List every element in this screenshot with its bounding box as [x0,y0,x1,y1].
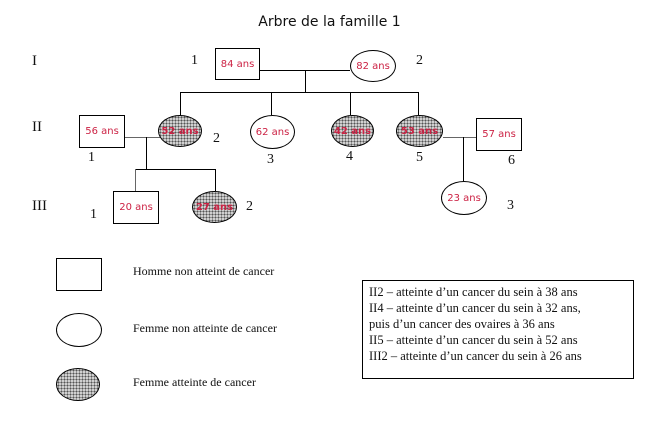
individual-III2: 27 ans [192,191,237,223]
drop-II2 [180,92,181,115]
age-label: 57 ans [482,129,516,140]
marriage-line-I [259,70,350,71]
individual-number-III3: 3 [507,198,514,213]
legend-female-unaffected-symbol [56,313,102,347]
drop-II4 [350,92,351,115]
age-label: 27 ans [195,201,234,213]
individual-II2: 52 ans [158,115,202,147]
marriage-line-II5-II6 [443,137,476,138]
individual-number-I2: 2 [416,53,423,68]
individual-III3: 23 ans [441,181,487,215]
drop-III2 [215,169,216,191]
age-label: 84 ans [220,58,255,70]
diagram-title: Arbre de la famille 1 [258,14,401,30]
age-label: 20 ans [119,202,153,213]
descent-line-II1-II2 [146,137,147,169]
individual-number-II6: 6 [508,153,515,168]
note-line: II2 – atteinte d’un cancer du sein à 38 … [369,285,578,299]
sibship-line-III-a [135,169,215,170]
individual-number-II4: 4 [346,149,353,164]
individual-III1: 20 ans [113,191,159,224]
legend-female-affected-symbol [56,368,100,401]
generation-label-I: I [32,53,37,69]
note-line: puis d’un cancer des ovaires à 36 ans [369,317,555,331]
individual-number-I1: 1 [191,53,198,68]
legend-female-affected-label: Femme atteinte de cancer [133,375,256,389]
individual-II4: 42 ans [331,115,374,147]
individual-number-III1: 1 [90,207,97,222]
legend-male-unaffected-symbol [56,258,102,291]
descent-line-II5-II6 [463,137,464,181]
drop-II3 [271,92,272,115]
individual-II5: 53 ans [396,115,443,147]
clinical-notes-box: II2 – atteinte d’un cancer du sein à 38 … [362,280,634,379]
individual-number-II1: 1 [88,150,95,165]
generation-label-III: III [32,198,47,214]
legend-female-unaffected-label: Femme non atteinte de cancer [133,321,277,335]
note-line: II4 – atteinte d’un cancer du sein à 32 … [369,301,581,315]
age-label: 62 ans [255,126,290,138]
note-line: III2 – atteinte d’un cancer du sein à 26… [369,349,582,363]
drop-III1 [135,169,136,191]
legend-male-unaffected-label: Homme non atteint de cancer [133,264,275,278]
age-label: 82 ans [356,60,390,72]
individual-II3: 62 ans [250,115,295,149]
individual-II1: 56 ans [79,115,125,148]
age-label: 56 ans [85,126,119,137]
generation-label-II: II [32,119,42,135]
age-label: 23 ans [447,192,481,204]
drop-II5 [418,92,419,115]
individual-I1: 84 ans [215,48,260,80]
age-label: 42 ans [333,125,372,137]
individual-number-II5: 5 [416,150,423,165]
individual-number-III2: 2 [246,199,253,214]
individual-II6: 57 ans [476,118,522,151]
age-label: 53 ans [400,125,439,137]
individual-number-II3: 3 [267,152,274,167]
descent-line-I [305,70,306,92]
individual-I2: 82 ans [350,50,396,82]
note-line: II5 – atteinte d’un cancer du sein à 52 … [369,333,578,347]
sibship-line-II [180,92,419,93]
age-label: 52 ans [161,125,199,137]
individual-number-II2: 2 [213,131,220,146]
marriage-line-II1-II2 [125,137,160,138]
